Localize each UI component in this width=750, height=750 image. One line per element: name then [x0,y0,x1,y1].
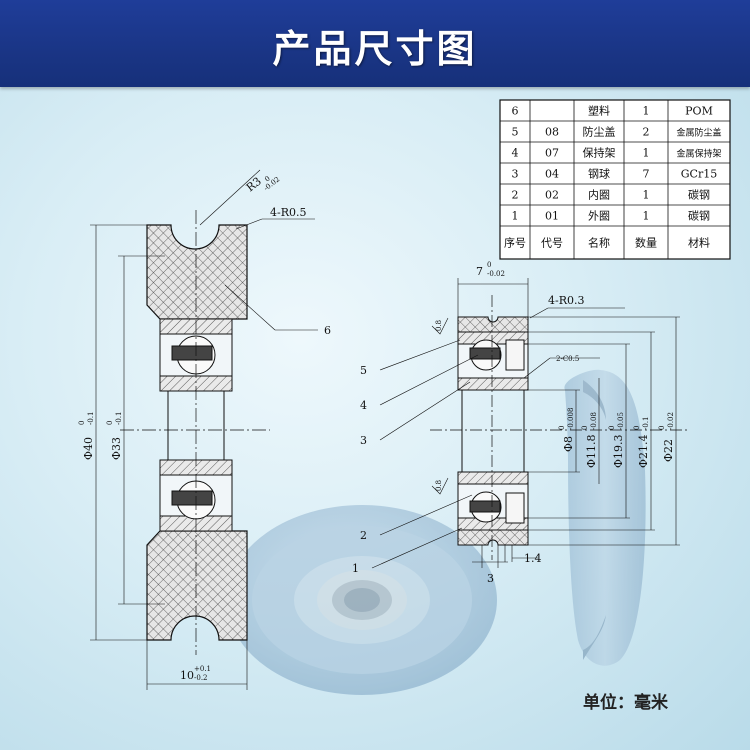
dia-22-label: Φ22 [662,439,675,462]
bom-cell: 04 [545,168,559,181]
bom-cell: 2 [643,126,650,139]
bom-cell: 塑料 [588,104,610,118]
groove-dia-label: Φ33 [110,437,123,460]
bore-dia-label: Φ8 [562,436,575,452]
width-tol-lower: -0.2 [194,674,208,682]
bom-cell: 2 [512,189,519,202]
dia-11-8-tol-lower: -0.08 [590,412,598,430]
bom-cell: 1 [512,210,519,223]
bom-cell: 钢球 [588,167,610,181]
outer-dia-label: Φ40 [82,437,95,460]
callout-5: 5 [360,364,367,377]
bom-cell: 1 [643,147,650,160]
bom-cell: 外圈 [588,210,610,223]
width-tol-upper: +0.1 [194,665,211,673]
callout-2: 2 [360,529,367,542]
dia-22-tol-upper: 0 [658,426,666,430]
bom-cell: GCr15 [681,168,717,181]
bom-cell: 防尘盖 [583,125,616,139]
bom-cell: 07 [545,147,559,160]
dia-19-3-tol-lower: -0.05 [617,412,625,430]
bom-cell: 01 [545,210,559,223]
radius-label: R3 [244,175,264,195]
groove-dia-tol-upper: 0 [106,421,114,425]
outer-dia-tol-lower: -0.1 [87,412,95,426]
dia-22-tol-lower: -0.02 [667,412,675,430]
unit-label: 单位：毫米 [583,693,668,713]
outer-dia-tol-upper: 0 [78,421,86,425]
dim-3-label: 3 [487,572,494,585]
bom-cell: 保持架 [583,146,616,160]
bom-header-cell: 代号 [541,237,563,250]
dia-21-4-tol-lower: -0.1 [642,417,650,431]
chamfer-label: 4-R0.5 [270,206,307,219]
right-view-labels: 7 0 -0.02 4-R0.3 2-C0.5 Φ8 0 -0.008 Φ11.… [352,261,675,585]
callout-1: 1 [352,562,359,575]
page-title: 产品尺寸图 [272,27,478,71]
bom-cell: 碳钢 [688,209,710,223]
bom-cell: 金属保持架 [676,148,721,160]
right-width-tol-upper: 0 [487,261,491,269]
bom-header-cell: 材料 [688,236,710,250]
callout-3: 3 [360,434,367,447]
callout-4: 4 [360,399,367,412]
bom-cell: 02 [545,189,559,202]
groove-dia-tol-lower: -0.1 [115,412,123,426]
bom-cell: 1 [643,210,650,223]
dia-19-3-label: Φ19.3 [612,434,625,468]
right-chamfer-label: 4-R0.3 [548,294,585,307]
bom-header-cell: 名称 [588,236,610,250]
bom-cell: 碳钢 [688,188,710,202]
bom-cell: POM [685,105,713,118]
bom-header-cell: 序号 [504,236,526,250]
roughness-bottom: 0.8 [435,480,443,491]
dia-11-8-tol-upper: 0 [581,426,589,430]
bore-tol-upper: 0 [558,426,566,430]
bom-cell: 5 [512,126,519,139]
bom-cell: 金属防尘盖 [676,127,721,139]
bom-cell: 7 [643,168,650,181]
bom-cell: 1 [643,189,650,202]
left-section-view [90,169,318,690]
dia-21-4-tol-upper: 0 [633,426,641,430]
bore-tol-lower: -0.008 [567,408,575,430]
bom-cell: 6 [512,105,519,118]
bom-table-frame [499,99,731,260]
inner-chamfer-label: 2-C0.5 [556,355,579,363]
radius-tol-upper: 0 [263,175,271,184]
bom-cell: 3 [512,168,519,181]
part-callout-6: 6 [324,324,331,337]
bom-table: 6 塑料 1 POM 5 08 防尘盖 2 金属防尘盖 4 07 保持架 1 金属保持架 3 04 钢球 7 GCr… [499,99,731,260]
dim-1-4-label: 1.4 [524,552,542,565]
right-section-view [371,278,690,569]
dia-19-3-tol-upper: 0 [608,426,616,430]
width-label: 10 [180,669,194,682]
bom-cell: 4 [512,147,519,160]
right-width-tol-lower: -0.02 [487,270,505,278]
roughness-top: 0.8 [435,320,443,331]
right-width-label: 7 [476,265,483,278]
bom-cell: 内圈 [588,188,610,202]
bom-cell: 08 [545,126,559,139]
bom-header-cell: 数量 [635,237,657,250]
wheel-photo-front [227,505,497,695]
bom-cell: 1 [643,105,650,118]
title-banner: 产品尺寸图 [0,0,750,87]
dia-11-8-label: Φ11.8 [585,434,598,468]
dia-21-4-label: Φ21.4 [637,434,650,468]
